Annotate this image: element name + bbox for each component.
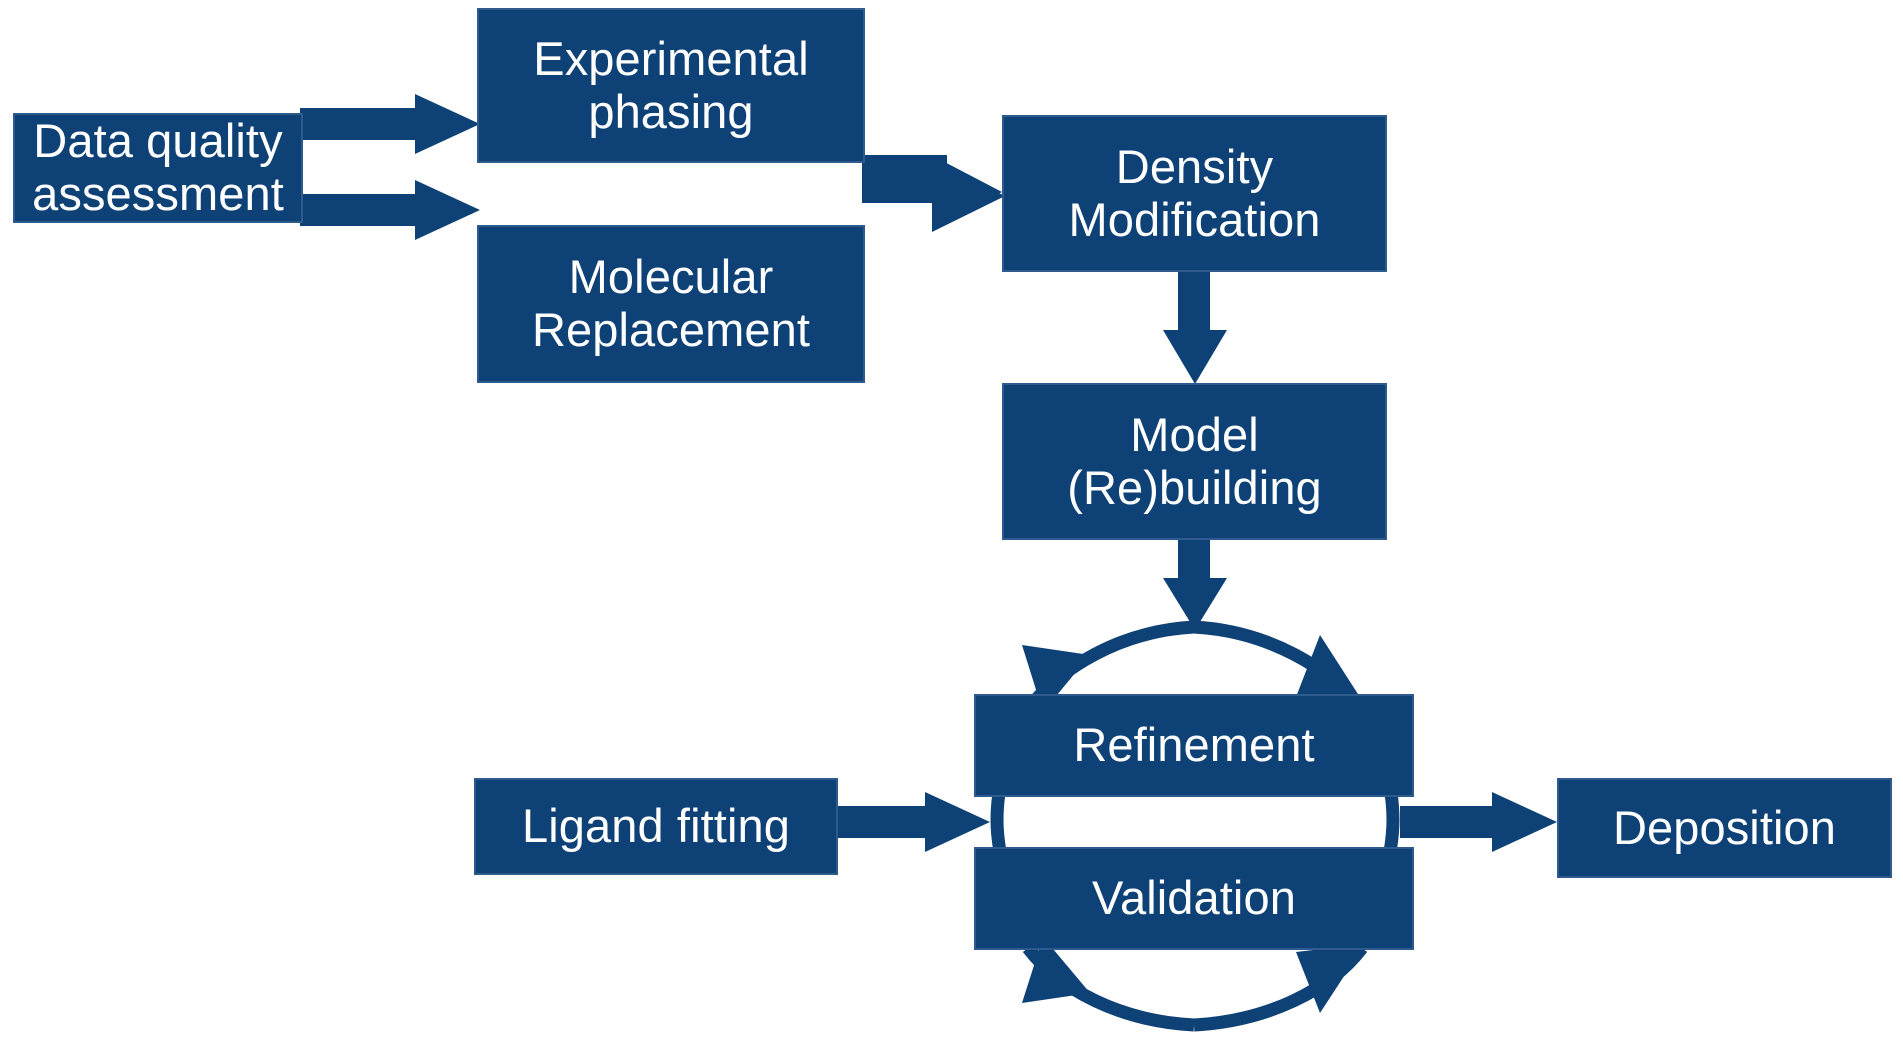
node-label: Data quality assessment	[32, 114, 284, 220]
arrow-cycle-to-deposition	[1400, 792, 1557, 852]
node-refinement[interactable]: Refinement	[974, 694, 1414, 797]
node-ligand-fitting[interactable]: Ligand fitting	[474, 778, 838, 875]
node-label: Deposition	[1612, 800, 1837, 854]
arrow-dq-to-experimental-phasing	[300, 94, 480, 154]
node-label: Density Modification	[1068, 139, 1321, 246]
cycle-arrowheads	[1022, 635, 1365, 1013]
node-model-rebuilding[interactable]: Model (Re)building	[1002, 383, 1387, 540]
arrow-dq-to-molecular-replacement	[300, 180, 480, 240]
arrow-density-to-model-rebuilding	[1163, 272, 1227, 384]
node-label: Model (Re)building	[1067, 407, 1322, 514]
node-label: Ligand fitting	[522, 799, 790, 853]
node-molecular-replacement[interactable]: Molecular Replacement	[477, 225, 865, 383]
arrow-ligand-fitting-to-cycle	[836, 792, 990, 852]
node-label: Molecular Replacement	[531, 250, 811, 356]
node-validation[interactable]: Validation	[974, 847, 1414, 950]
arrow-phasing-to-density-modification	[862, 155, 1005, 232]
node-data-quality-assessment[interactable]: Data quality assessment	[13, 113, 303, 223]
node-label: Validation	[1092, 871, 1296, 925]
node-label: Refinement	[1073, 718, 1315, 772]
node-density-modification[interactable]: Density Modification	[1002, 115, 1387, 272]
arrow-model-rebuilding-to-refinement	[1163, 540, 1227, 630]
node-label: Experimental phasing	[533, 31, 809, 138]
node-experimental-phasing[interactable]: Experimental phasing	[477, 8, 865, 163]
cycle-arc-refinement-validation	[990, 620, 1400, 1032]
node-deposition[interactable]: Deposition	[1557, 778, 1892, 878]
